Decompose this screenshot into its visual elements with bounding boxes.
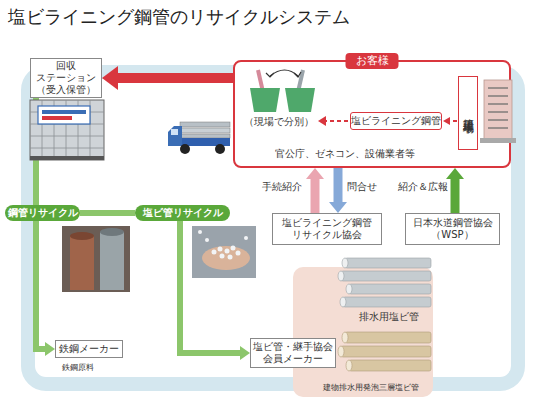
procedure-arrow [311,179,320,213]
node-text: お客様 [346,53,399,69]
product-box: 塩ビライニング鋼管 [350,112,442,130]
edge-label: 紹介＆広報 [398,180,448,194]
truck-illustration [168,122,230,154]
maker-box: 塩ビ管・継手協会 会員メーカー [250,338,336,368]
recycle-cage-photo [30,100,104,160]
node-text: 塩ビ管・継手協会 会員メーカー [251,341,335,365]
association-box: 日本水道鋼管協会 （WSP） [405,213,500,245]
node-text: 塩ビライニング鋼管 リサイクル協会 [273,217,381,241]
node-text: 建築工事現場 [462,110,474,116]
recycle-line [80,210,135,216]
note-text: 鉄鋼原料 [62,362,94,373]
recycle-tag: 塩ビ管リサイクル [135,205,230,221]
node-text: 建物排水用発泡三層塩ビ管 [323,383,419,392]
recycle-line [180,221,240,353]
node-text: 塩ビ管リサイクル [143,207,223,219]
station-box: 回収 ステーション （受入保管） [30,58,102,98]
edge-label: 手続紹介 [262,180,302,194]
node-text: 排水用塩ビ管 [359,311,419,323]
product-area: 排水用塩ビ管建物排水用発泡三層塩ビ管 [293,267,433,397]
node-text: 鉄鋼メーカー [59,343,119,355]
association-box: 塩ビライニング鋼管 リサイクル協会 [272,213,382,245]
inquiry-arrow [334,168,343,202]
promotion-arrow [451,179,460,213]
recycle-line [36,221,45,349]
maker-box: 鉄鋼メーカー [55,340,123,358]
node-text: 日本水道鋼管協会 （WSP） [406,217,499,241]
customer-group-box: お客様官公庁、ゼネコン、設備業者等塩ビライニング鋼管建築工事現場 [233,60,511,168]
node-text: 回収 ステーション （受入保管） [31,60,101,96]
node-text: 官公庁、ゼネコン、設備業者等 [235,148,455,160]
recycle-line [33,98,39,205]
steel-pipe-photo [62,226,130,292]
collection-arrow [118,73,233,83]
node-text: 塩ビライニング鋼管 [351,115,441,127]
edge-label: 問合せ [347,180,377,194]
site-box: 建築工事現場 [458,76,478,150]
recycle-tag: 鋼管リサイクル [5,205,80,221]
node-text: 鋼管リサイクル [8,207,78,219]
diagram-title: 塩ビライニング鋼管のリサイクルシステム [8,6,350,28]
pvc-pellet-photo [192,226,256,278]
note-text: （現場で分別） [244,115,314,129]
